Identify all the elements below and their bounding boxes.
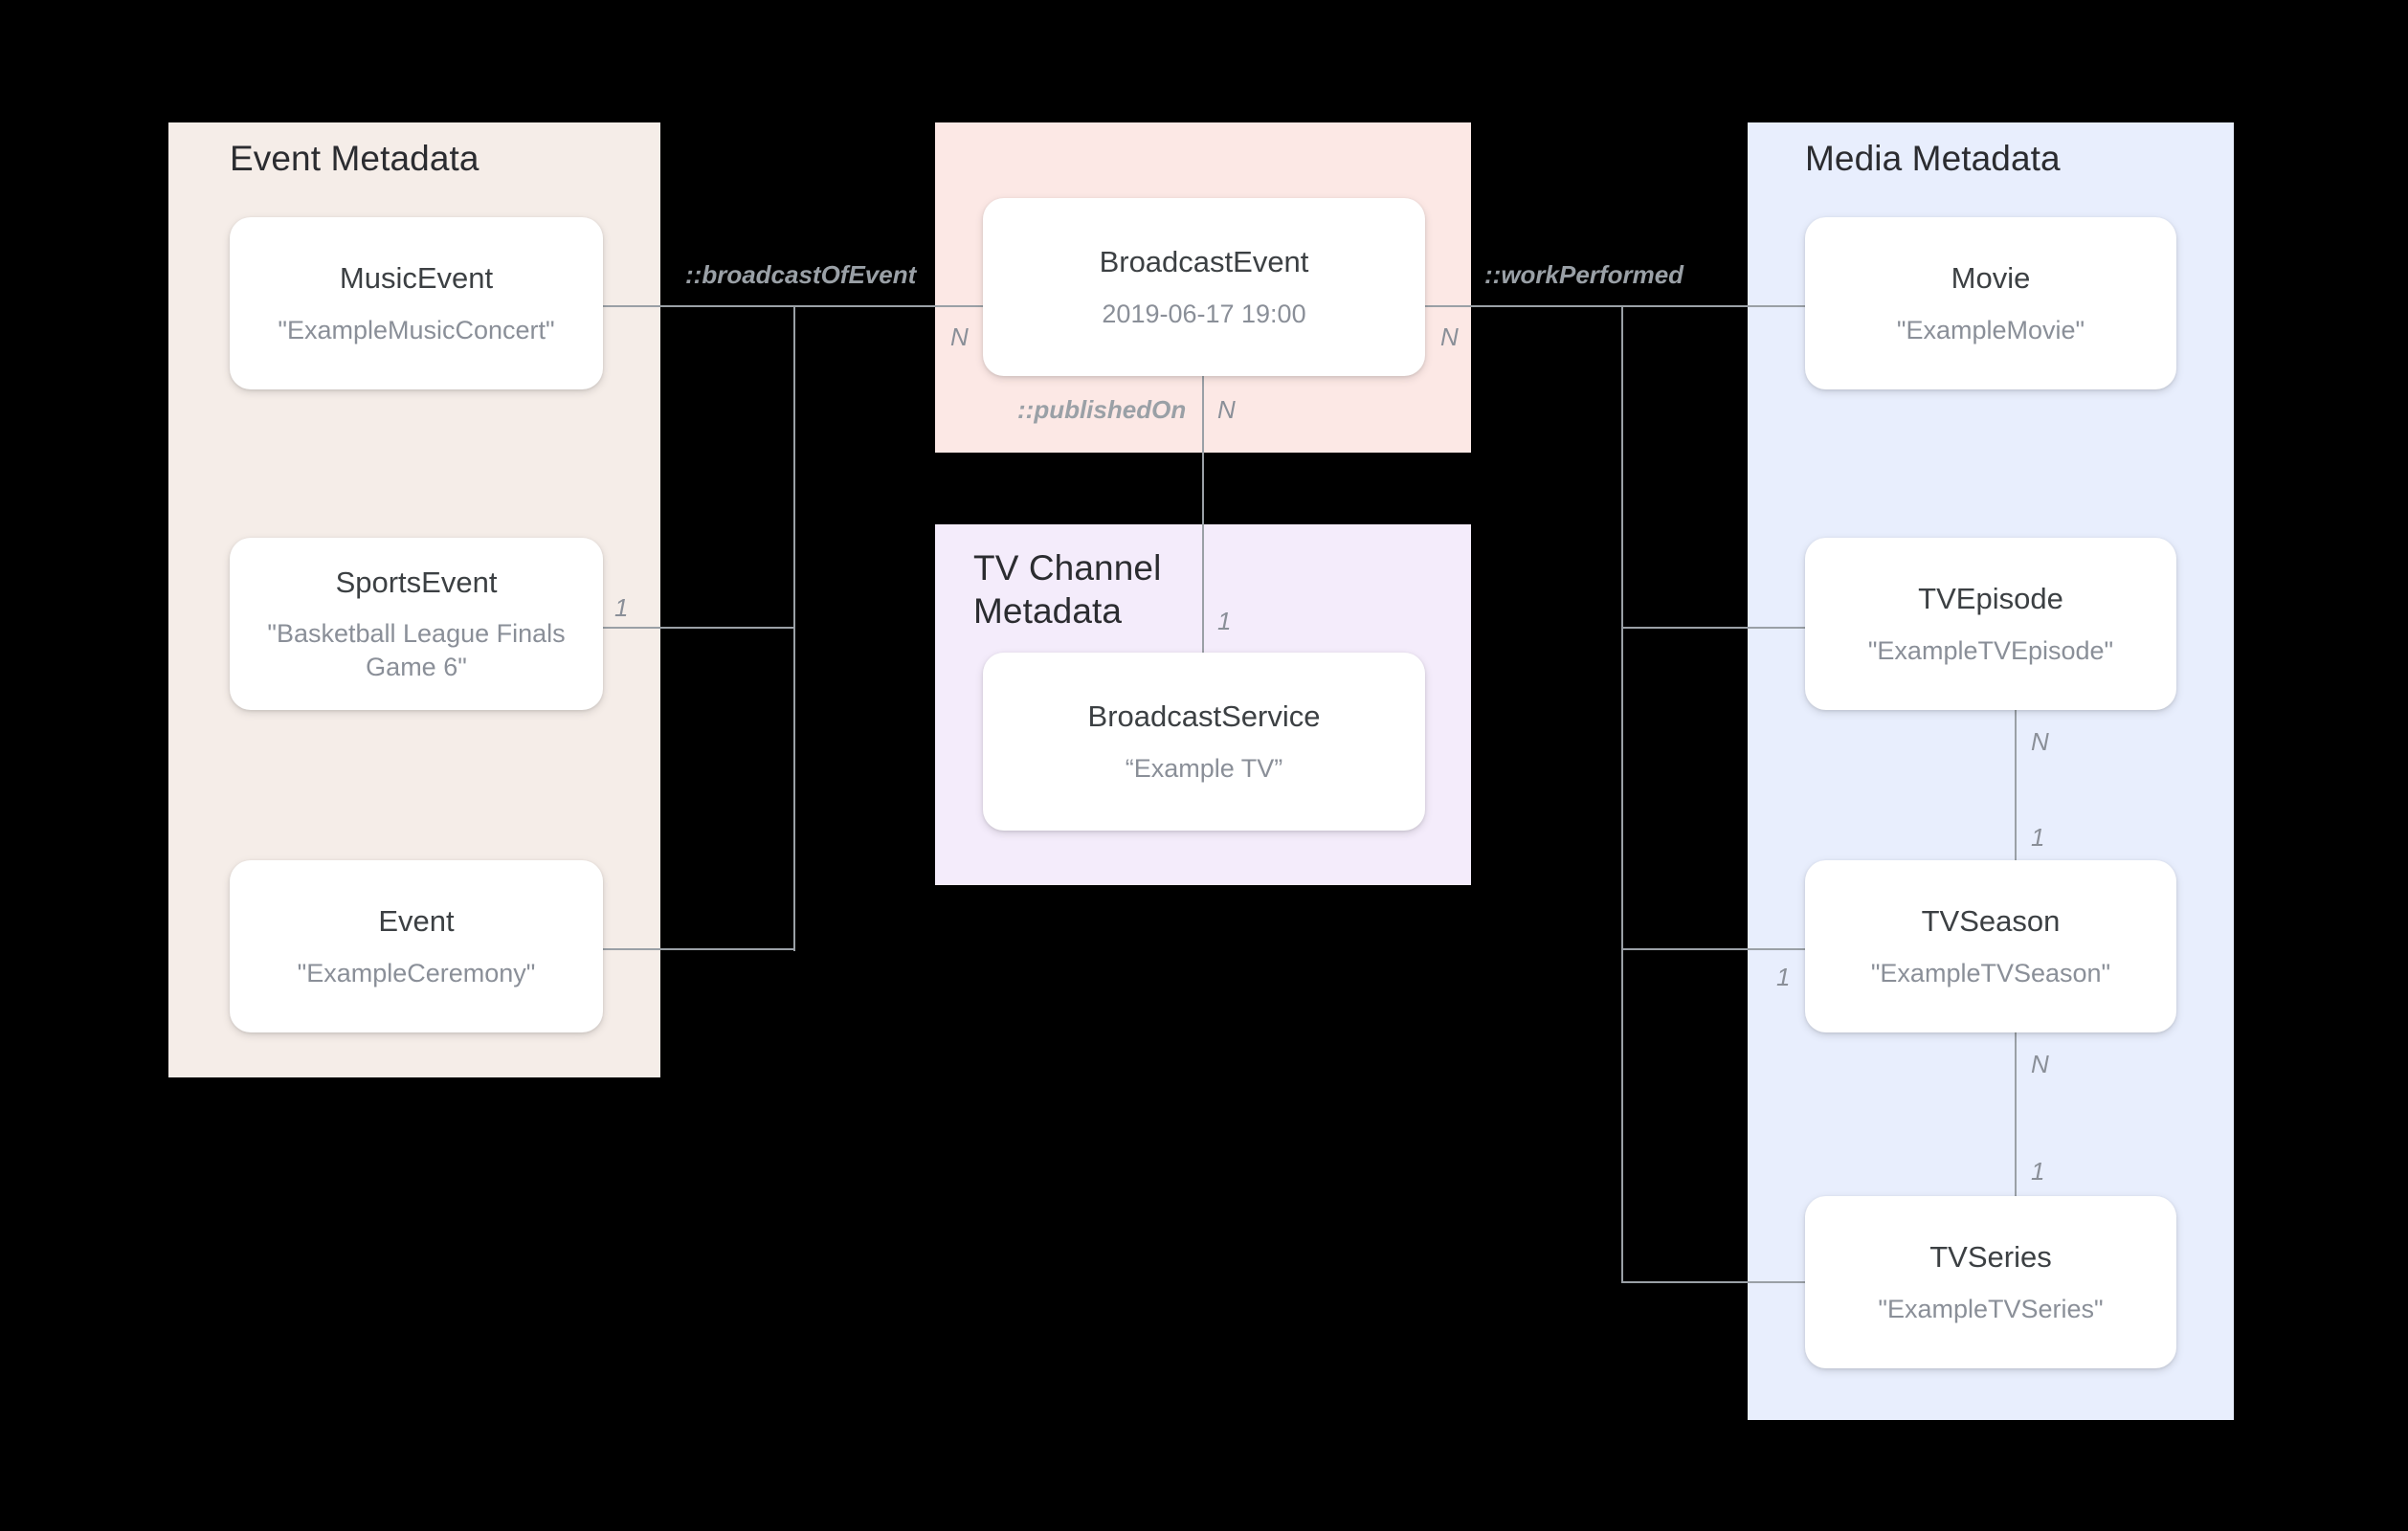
- entity-card-broadcastservice[interactable]: BroadcastService “Example TV”: [983, 653, 1425, 831]
- entity-type-tvepisode: TVEpisode: [1918, 581, 2063, 615]
- cardinality-broadcastservice-one: 1: [1217, 607, 1232, 635]
- cardinality-tvseason-to-tvseries-n: N: [2031, 1050, 2049, 1078]
- connector-event-group-trunk: [793, 305, 795, 951]
- entity-value-broadcastservice: “Example TV”: [1125, 753, 1283, 783]
- entity-type-tvseason: TVSeason: [1921, 903, 2061, 938]
- cardinality-media-group-one: 1: [1776, 963, 1791, 991]
- connector-broadcastevent-to-event-trunk: [794, 305, 983, 307]
- cardinality-tvseries-from-tvseason-one: 1: [2031, 1157, 2045, 1186]
- connector-sportsevent-branch: [603, 627, 704, 629]
- group-title-event-metadata: Event Metadata: [230, 139, 479, 178]
- entity-card-tvseason[interactable]: TVSeason "ExampleTVSeason": [1805, 860, 2176, 1032]
- entity-type-event: Event: [378, 903, 455, 938]
- entity-value-musicevent: "ExampleMusicConcert": [278, 315, 555, 344]
- cardinality-broadcastevent-right: N: [1440, 322, 1459, 351]
- entity-type-sportsevent: SportsEvent: [335, 565, 498, 599]
- entity-card-tvseries[interactable]: TVSeries "ExampleTVSeries": [1805, 1196, 2176, 1368]
- connector-tvseason-branch: [1621, 948, 1805, 950]
- entity-type-broadcastevent: BroadcastEvent: [1099, 244, 1309, 278]
- connector-tvepisode-branch: [1621, 627, 1805, 629]
- relation-label-broadcast-of-event: ::broadcastOfEvent: [685, 260, 917, 289]
- entity-value-tvseries: "ExampleTVSeries": [1878, 1294, 2104, 1323]
- group-title-media-metadata: Media Metadata: [1805, 139, 2061, 178]
- entity-card-movie[interactable]: Movie "ExampleMovie": [1805, 217, 2176, 389]
- connector-event-branch: [603, 948, 794, 950]
- connector-tvseason-to-tvseries: [2015, 1032, 2017, 1196]
- entity-type-movie: Movie: [1951, 260, 2031, 295]
- entity-type-tvseries: TVSeries: [1929, 1239, 2052, 1274]
- entity-value-broadcastevent: 2019-06-17 19:00: [1102, 299, 1306, 328]
- entity-value-tvseason: "ExampleTVSeason": [1870, 958, 2111, 987]
- entity-card-tvepisode[interactable]: TVEpisode "ExampleTVEpisode": [1805, 538, 2176, 710]
- connector-broadcastevent-to-media-trunk: [1425, 305, 1805, 307]
- entity-type-broadcastservice: BroadcastService: [1087, 699, 1321, 733]
- relation-label-published-on: ::publishedOn: [1017, 395, 1187, 424]
- cardinality-event-group-one: 1: [614, 593, 629, 622]
- entity-value-event: "ExampleCeremony": [297, 958, 536, 987]
- group-title-tv-channel-metadata: TV Channel Metadata: [973, 548, 1162, 632]
- connector-tvepisode-to-tvseason: [2015, 710, 2017, 860]
- connector-sportsevent-branch-inner: [703, 627, 794, 629]
- connector-media-group-trunk: [1621, 305, 1623, 1282]
- cardinality-tvseason-from-tvepisode-one: 1: [2031, 823, 2045, 852]
- entity-card-sportsevent[interactable]: SportsEvent "Basketball League Finals Ga…: [230, 538, 603, 710]
- entity-card-event[interactable]: Event "ExampleCeremony": [230, 860, 603, 1032]
- cardinality-tvepisode-to-tvseason-n: N: [2031, 727, 2049, 756]
- entity-card-broadcastevent[interactable]: BroadcastEvent 2019-06-17 19:00: [983, 198, 1425, 376]
- entity-value-sportsevent: "Basketball League Finals Game 6": [267, 619, 566, 681]
- entity-value-movie: "ExampleMovie": [1896, 315, 2085, 344]
- relation-label-work-performed: ::workPerformed: [1484, 260, 1684, 289]
- connector-tvseries-branch: [1621, 1281, 1805, 1283]
- connector-broadcastevent-to-broadcastservice: [1202, 376, 1204, 653]
- cardinality-broadcastevent-bottom: N: [1217, 395, 1236, 424]
- entity-value-tvepisode: "ExampleTVEpisode": [1867, 635, 2114, 665]
- entity-card-musicevent[interactable]: MusicEvent "ExampleMusicConcert": [230, 217, 603, 389]
- connector-musicevent-branch: [603, 305, 794, 307]
- entity-type-musicevent: MusicEvent: [339, 260, 494, 295]
- cardinality-broadcastevent-left: N: [950, 322, 969, 351]
